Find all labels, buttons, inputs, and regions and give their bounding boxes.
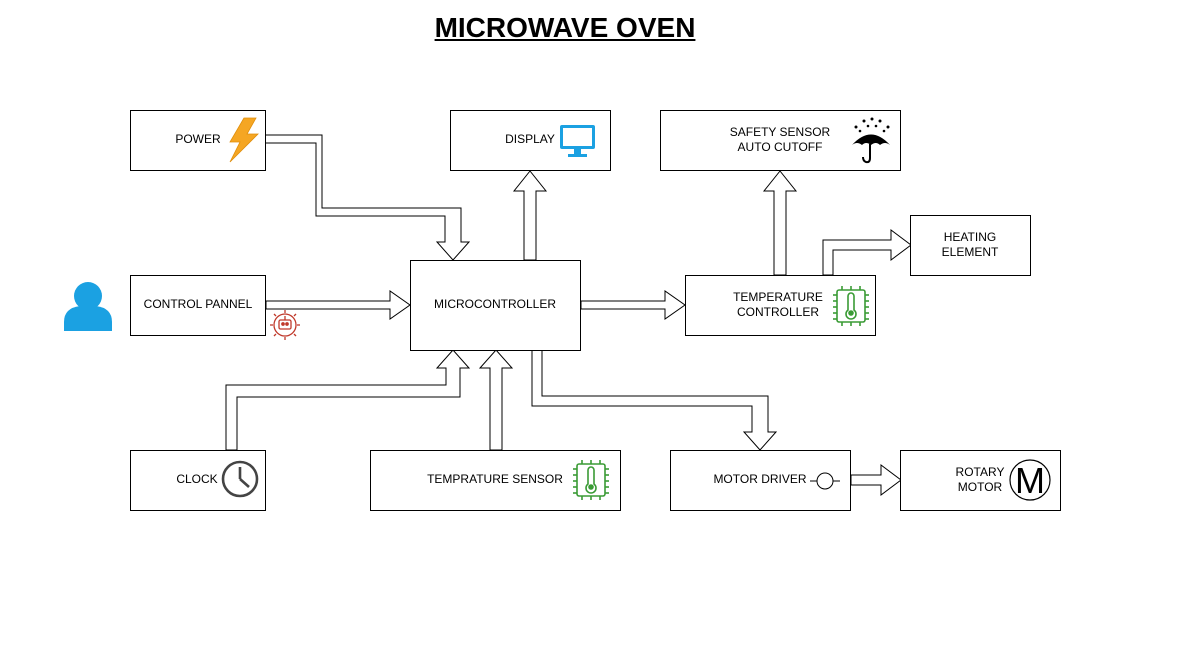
person-icon	[64, 282, 112, 331]
clock-label: CLOCK	[176, 472, 218, 486]
display-label: DISPLAY	[505, 132, 555, 146]
microcontroller-label: MICROCONTROLLER	[433, 297, 556, 311]
microcontroller-block	[410, 260, 581, 351]
arrow-tempcontroller-to-safety	[762, 170, 798, 276]
temperature-sensor-label: TEMPRATURE SENSOR	[427, 472, 563, 486]
robot-gear-icon	[270, 310, 300, 340]
safety-sensor-label-line2: AUTO CUTOFF	[737, 140, 823, 154]
letter-m-circle-icon: M	[1009, 459, 1051, 501]
temperature-controller-label-line1: TEMPERATURE	[733, 290, 823, 304]
arrow-power-to-microcontroller	[264, 134, 471, 261]
temperature-controller-label-line2: CONTROLLER	[736, 305, 819, 319]
temperature-controller-block	[685, 275, 876, 336]
lightning-bolt-icon	[229, 117, 259, 163]
arrow-tempsensor-to-microcontroller	[478, 349, 514, 451]
control-panel-label: CONTROL PANNEL	[143, 297, 253, 311]
arrow-clock-to-microcontroller	[225, 349, 471, 451]
monitor-icon	[560, 125, 595, 157]
arrow-motordriver-to-rotarymotor	[850, 464, 902, 496]
clock-icon	[221, 460, 259, 498]
temperature-sensor-block	[370, 450, 621, 511]
control-panel-block	[130, 275, 266, 336]
motor-driver-label: MOTOR DRIVER	[713, 472, 807, 486]
arrow-tempcontroller-to-heating	[822, 229, 912, 276]
rotary-motor-label-line2: MOTOR	[957, 480, 1003, 494]
diagram-title: MICROWAVE OVEN	[434, 12, 696, 43]
arrow-microcontroller-to-display	[512, 170, 548, 261]
heating-element-label-line1: HEATING	[943, 230, 997, 244]
arrow-microcontroller-to-motordriver	[531, 349, 778, 451]
umbrella-rain-icon	[852, 117, 890, 164]
safety-sensor-label-line1: SAFETY SENSOR	[729, 125, 831, 139]
thermometer-chip-icon	[573, 460, 609, 500]
arrow-control-to-microcontroller	[265, 290, 411, 320]
heating-element-label-line2: ELEMENT	[941, 245, 999, 259]
thermometer-chip-icon	[833, 286, 869, 326]
heating-element-block	[910, 215, 1031, 276]
rotary-motor-label-line1: ROTARY	[955, 465, 1005, 479]
motor-symbol-icon	[810, 472, 840, 490]
arrow-microcontroller-to-tempcontroller	[580, 290, 686, 320]
power-label: POWER	[175, 132, 221, 146]
svg-text:M: M	[1015, 460, 1045, 501]
